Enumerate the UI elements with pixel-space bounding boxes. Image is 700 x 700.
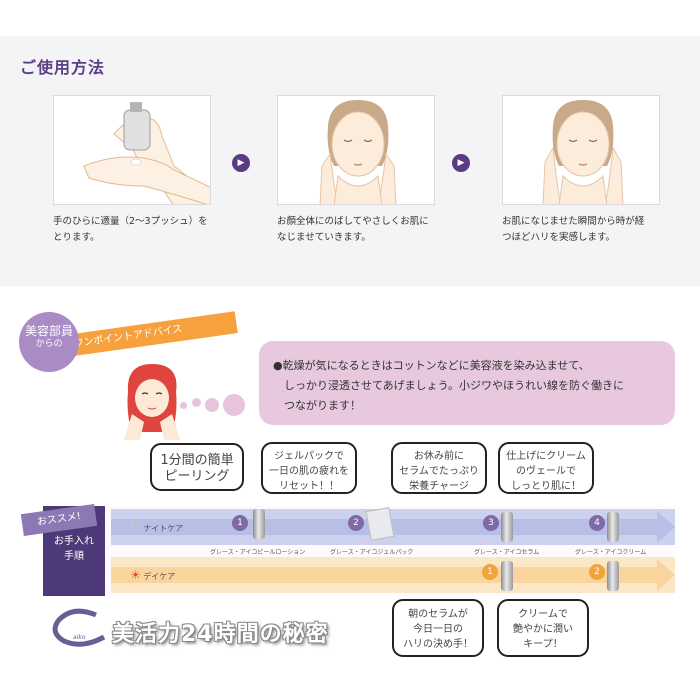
badge-line-1: 美容部員 <box>24 324 73 338</box>
brand-logo-text: aiko <box>73 634 86 641</box>
moon-icon: ☾ <box>130 520 141 534</box>
thought-dot <box>192 398 201 407</box>
product-label: グレース・アイコジェルパック <box>330 549 414 556</box>
usage-section: ご使用方法 ▶ 手のひらに適量（2～3プッシュ）を とります。 ▶ お顔全体にの… <box>0 36 700 286</box>
step-1-illustration <box>53 95 211 205</box>
advice-text-box: ●乾燥が気になるときはコットンなどに美容液を染み込ませて、 しっかり浸透させてあ… <box>259 341 675 425</box>
step-3-text: お肌になじませた瞬間から時が経 つほどハリを実感します。 <box>502 216 645 243</box>
step-1-text: 手のひらに適量（2～3プッシュ）を とります。 <box>53 216 208 243</box>
night-step-number: 1 <box>232 515 248 531</box>
face-illustration <box>319 100 397 204</box>
day-care-lane <box>111 557 675 593</box>
serum-bottle-icon <box>501 512 513 542</box>
sun-icon: ☀ <box>130 568 141 582</box>
face-illustration <box>542 100 624 204</box>
speech-bubble-gel-pack: ジェルパックで 一日の肌の疲れを リセット！！ <box>261 442 357 494</box>
advisor-girl-illustration <box>118 362 186 440</box>
night-step-number: 4 <box>589 515 605 531</box>
night-care-text: ナイトケア <box>143 524 184 533</box>
product-label: グレース・アイコクリーム <box>575 549 647 556</box>
product-label: グレース・アイコセラム <box>474 549 540 556</box>
day-step-number: 2 <box>589 564 605 580</box>
day-arrow <box>111 559 675 591</box>
girl-icon <box>124 364 180 440</box>
step-2-text: お顔全体にのばしてやさしくお肌に なじませていきます。 <box>277 216 429 243</box>
night-arrow <box>111 511 675 543</box>
step-3-illustration <box>502 95 660 205</box>
speech-bubble-serum-morning: 朝のセラムが 今日一日の ハリの決め手！ <box>392 599 484 657</box>
thought-dot <box>180 402 187 409</box>
beauty-staff-badge: 美容部員 からの <box>19 312 79 372</box>
thought-dot <box>223 394 245 416</box>
peel-lotion-bottle-icon <box>253 509 265 539</box>
night-care-label: ☾ ナイトケア <box>130 520 183 534</box>
badge-line-2: からの <box>35 339 63 349</box>
speech-bubble-peeling: 1分間の簡単 ピーリング <box>150 443 244 491</box>
cream-bottle-icon <box>607 561 619 591</box>
usage-title: ご使用方法 <box>20 58 106 77</box>
brand-logo-icon <box>48 607 110 647</box>
night-care-lane <box>111 509 675 545</box>
next-arrow-icon: ▶ <box>232 154 250 172</box>
day-step-number: 1 <box>482 564 498 580</box>
speech-bubble-cream-morning: クリームで 艶やかに潤い キープ！ <box>497 599 589 657</box>
step-2-illustration <box>277 95 435 205</box>
hand-pump-illustration <box>83 102 210 204</box>
product-label: グレース・アイコピールローション <box>210 549 306 556</box>
night-step-number: 2 <box>348 515 364 531</box>
day-care-label: ☀ デイケア <box>130 568 175 582</box>
speech-bubble-serum-night: お休み前に セラムでたっぷり 栄養チャージ <box>391 442 487 494</box>
footer-title: 美活力24時間の秘密 <box>112 622 329 647</box>
thought-dot <box>205 398 219 412</box>
next-arrow-icon: ▶ <box>452 154 470 172</box>
night-step-number: 3 <box>483 515 499 531</box>
gel-pack-icon <box>365 507 395 541</box>
speech-bubble-cream-night: 仕上げにクリーム のヴェールで しっとり肌に！ <box>498 442 594 494</box>
serum-bottle-icon <box>501 561 513 591</box>
day-care-text: デイケア <box>143 572 176 581</box>
cream-bottle-icon <box>607 512 619 542</box>
